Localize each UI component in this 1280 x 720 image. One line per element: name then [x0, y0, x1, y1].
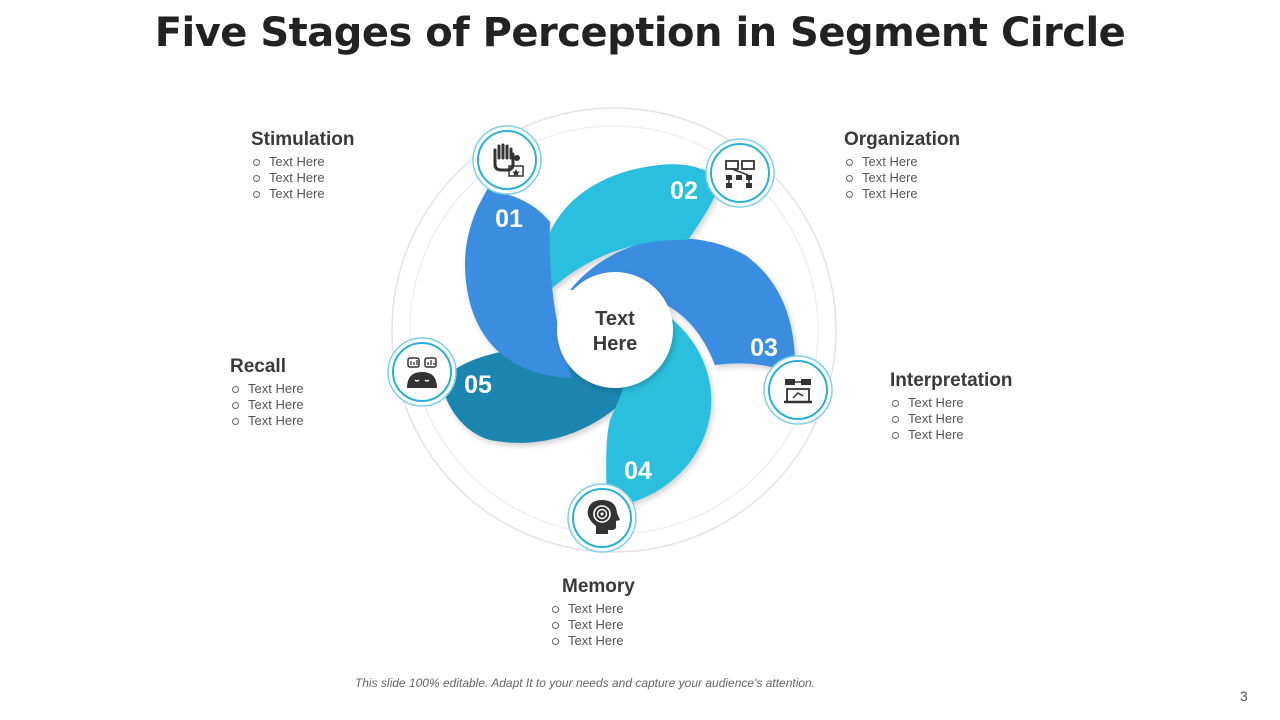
- stage-list-recall: Text Here Text Here Text Here: [230, 381, 304, 429]
- page-number: 3: [1240, 688, 1248, 704]
- list-item: Text Here: [230, 413, 304, 429]
- stage-title-interpretation: Interpretation: [890, 370, 1013, 391]
- segment-04: [590, 285, 712, 508]
- list-item: Text Here: [844, 186, 960, 202]
- list-item: Text Here: [251, 170, 354, 186]
- center-text-line2: Here: [593, 333, 637, 355]
- segment-03: [570, 238, 796, 375]
- stage-list-interpretation: Text Here Text Here Text Here: [890, 395, 1012, 443]
- segment-02: [542, 164, 722, 295]
- outer-ring: [391, 107, 837, 553]
- slide-title: Five Stages of Perception in Segment Cir…: [154, 10, 1126, 56]
- segment-01: [465, 188, 572, 378]
- list-item: Text Here: [844, 154, 960, 170]
- stage-title-organization: Organization: [844, 129, 961, 150]
- list-item: Text Here: [251, 186, 354, 202]
- stage-number-01: 01: [495, 205, 523, 233]
- org-chart-icon: [705, 138, 775, 208]
- stage-title-memory: Memory: [562, 576, 635, 597]
- list-item: Text Here: [230, 397, 304, 413]
- stage-number-03: 03: [750, 334, 778, 362]
- stage-number-02: 02: [670, 177, 698, 205]
- list-item: Text Here: [230, 381, 304, 397]
- stage-block-interpretation: Interpretation Text Here Text Here Text …: [890, 370, 1012, 443]
- stage-number-05: 05: [464, 371, 492, 399]
- laptop-network-icon: [763, 355, 833, 425]
- list-item: Text Here: [550, 601, 635, 617]
- footer-note: This slide 100% editable. Adapt It to yo…: [354, 676, 816, 690]
- head-target-icon: [567, 483, 637, 553]
- list-item: Text Here: [890, 427, 1012, 443]
- stage-block-organization: Organization Text Here Text Here Text He…: [844, 129, 960, 202]
- stage-title-recall: Recall: [230, 356, 286, 377]
- list-item: Text Here: [844, 170, 960, 186]
- list-item: Text Here: [550, 633, 635, 649]
- person-thinking-icon: [387, 337, 457, 407]
- list-item: Text Here: [550, 617, 635, 633]
- center-circle: [557, 272, 673, 388]
- hand-stop-icon: [472, 125, 542, 195]
- stage-list-organization: Text Here Text Here Text Here: [844, 154, 960, 202]
- stage-block-stimulation: Stimulation Text Here Text Here Text Her…: [251, 129, 354, 202]
- list-item: Text Here: [890, 411, 1012, 427]
- list-item: Text Here: [251, 154, 354, 170]
- stage-number-04: 04: [624, 457, 652, 485]
- stage-list-memory: Text Here Text Here Text Here: [550, 601, 635, 649]
- stage-block-memory: Memory Text Here Text Here Text Here: [550, 576, 635, 649]
- center-text-line1: Text: [595, 308, 635, 330]
- list-item: Text Here: [890, 395, 1012, 411]
- stage-title-stimulation: Stimulation: [251, 129, 355, 150]
- stage-block-recall: Recall Text Here Text Here Text Here: [230, 356, 304, 429]
- stage-list-stimulation: Text Here Text Here Text Here: [251, 154, 354, 202]
